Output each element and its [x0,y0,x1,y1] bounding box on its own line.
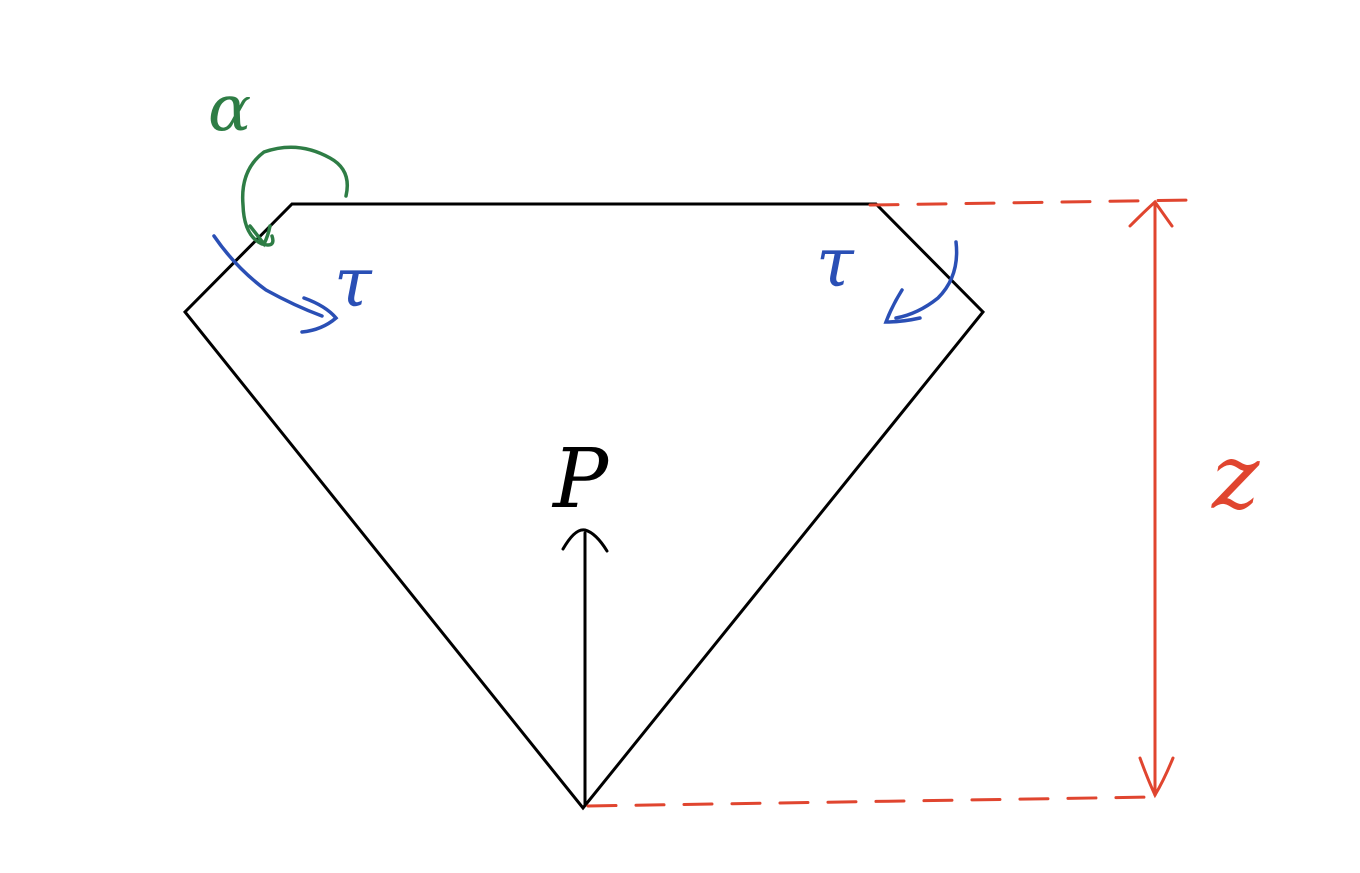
tau-arrow-right [883,240,959,324]
top-extension-line [868,198,1194,207]
tau-label-right: τ [816,224,855,303]
height-dimension-arrow [1128,199,1175,799]
alpha-curl-arrow [240,145,349,248]
force-arrow [561,528,609,807]
alpha-label: α [208,72,251,146]
tau-label-left: τ [334,244,373,323]
diamond-outline [182,202,986,811]
height-label: z [1211,425,1260,530]
tau-arrow-left [212,234,339,334]
bottom-extension-line [586,795,1157,808]
force-label: P [551,432,610,527]
